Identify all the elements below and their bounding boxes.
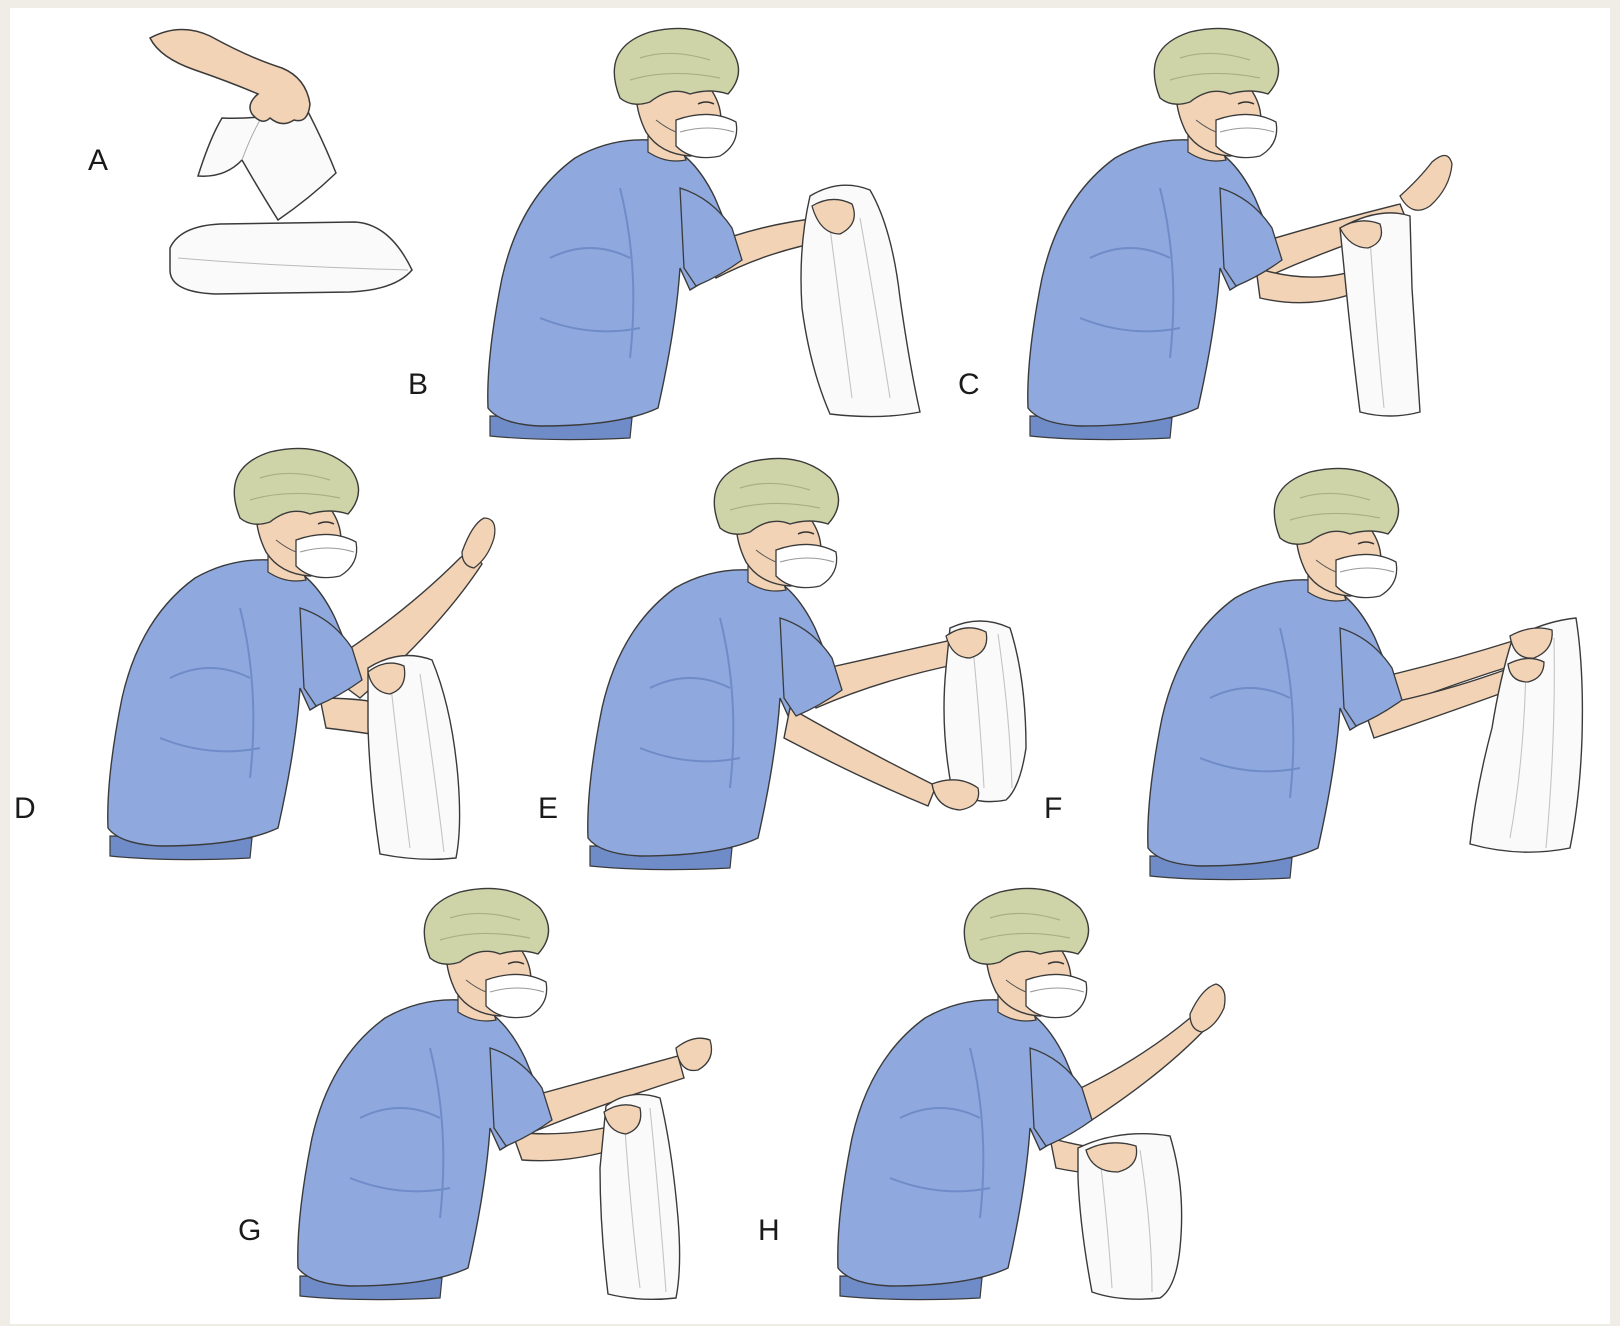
face-mask <box>1216 114 1277 157</box>
panel-label-a: A <box>88 146 108 176</box>
panel-d-figure <box>108 448 495 859</box>
figure-frame: A B C D E F G H <box>10 8 1610 1324</box>
lifted-towel <box>198 106 336 220</box>
face-mask <box>676 114 737 157</box>
arm-2 <box>784 708 936 806</box>
panel-g-figure <box>298 888 712 1299</box>
hand-1 <box>462 518 495 568</box>
panel-label-e: E <box>538 794 558 824</box>
panel-label-f: F <box>1044 794 1062 824</box>
face-mask <box>296 534 357 577</box>
hand-1 <box>1190 984 1225 1032</box>
panel-label-c: C <box>958 370 980 400</box>
hand-2 <box>932 780 979 810</box>
face-mask <box>486 974 547 1017</box>
panel-h-figure <box>838 888 1225 1299</box>
hand-arm <box>150 29 310 123</box>
panel-b-figure <box>488 28 920 439</box>
hand-1 <box>1400 155 1452 210</box>
panel-label-g: G <box>238 1216 261 1246</box>
panel-label-h: H <box>758 1216 780 1246</box>
panel-c-figure <box>1028 28 1452 439</box>
panel-label-b: B <box>408 370 428 400</box>
face-mask <box>776 544 837 587</box>
panel-e-figure <box>588 458 1026 869</box>
panel-label-d: D <box>14 794 36 824</box>
folded-towel <box>170 222 412 294</box>
illustration-canvas <box>10 8 1610 1324</box>
face-mask <box>1026 974 1087 1017</box>
panel-a-illustration <box>150 29 412 294</box>
panel-f-figure <box>1148 468 1583 879</box>
face-mask <box>1336 554 1397 597</box>
